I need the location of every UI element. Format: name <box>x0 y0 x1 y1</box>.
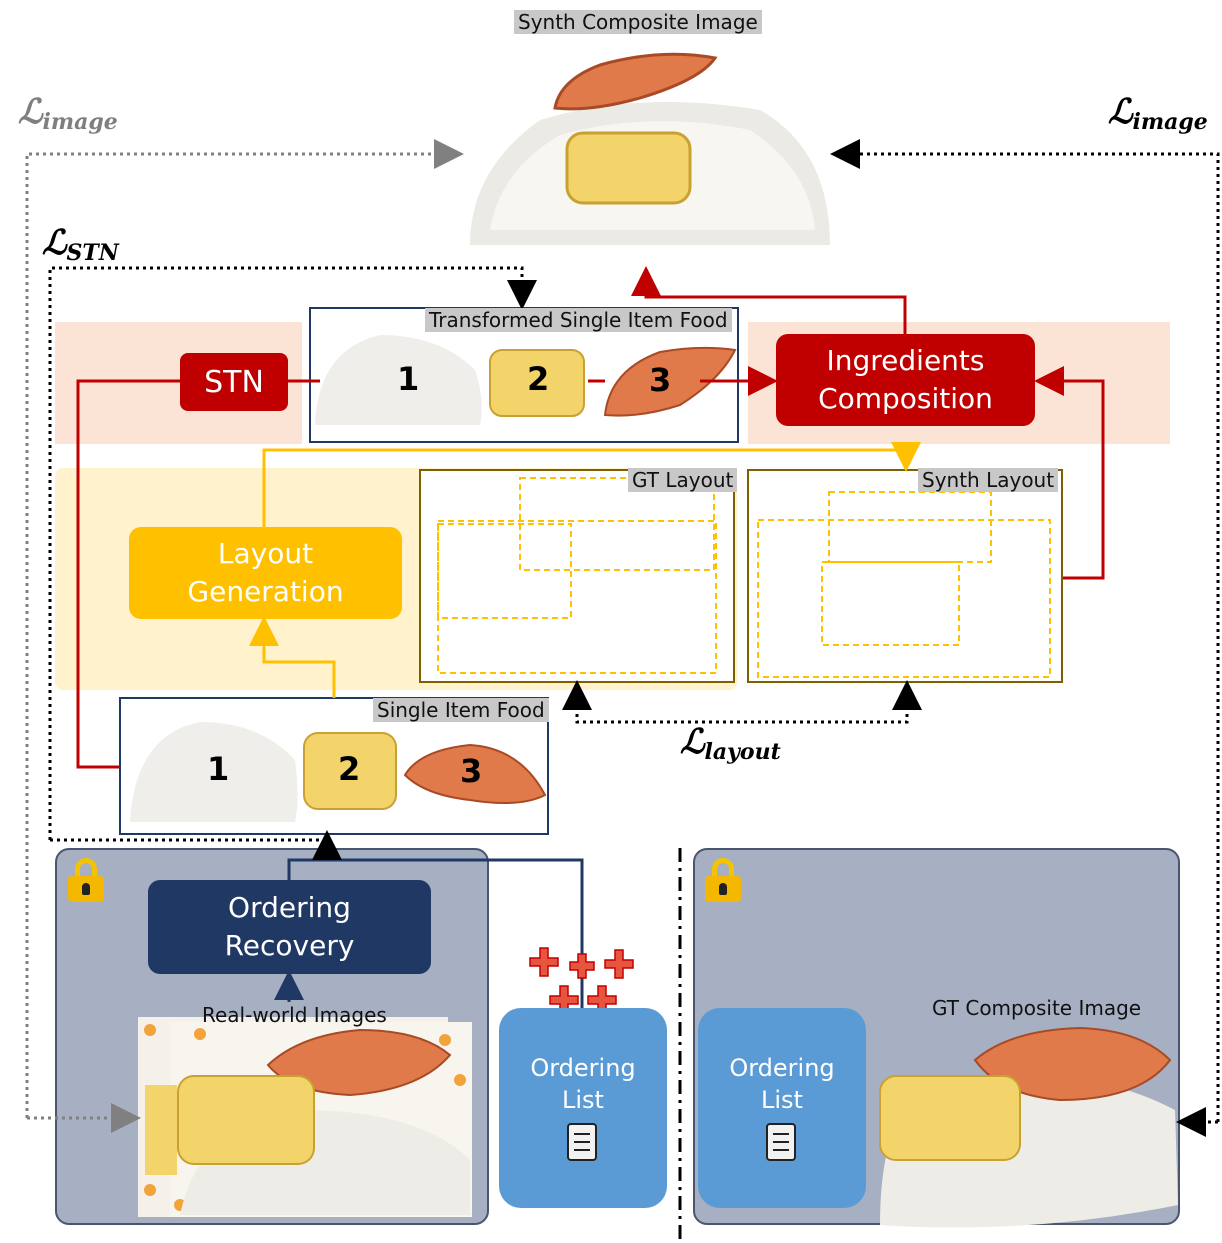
single-item-label: Single Item Food <box>373 698 549 722</box>
loss-subscript: image <box>42 109 118 135</box>
ordering-recovery-module: Ordering Recovery <box>148 880 431 974</box>
synth-layout-label: Synth Layout <box>918 468 1059 492</box>
gt-composite-label: GT Composite Image <box>932 996 1142 1020</box>
single-item-number: 3 <box>460 752 483 790</box>
gt-layout-boxes <box>437 477 717 674</box>
loss-symbol: ℒ <box>18 92 43 132</box>
layout-loss: ℒlayout <box>680 722 781 765</box>
scroll-icon <box>567 1123 597 1161</box>
synth-composite-food <box>470 52 830 245</box>
real-world-label: Real-world Images <box>202 1003 387 1027</box>
gt-layout-border <box>419 469 735 683</box>
transformed-item-number: 1 <box>397 360 420 398</box>
transformed-items <box>315 335 737 425</box>
loss-symbol: ℒ <box>1108 92 1133 132</box>
synth-layout-boxes <box>757 491 1051 678</box>
loss-subscript: layout <box>704 739 781 765</box>
loss-symbol: ℒ <box>42 223 67 263</box>
gt-layout-label: GT Layout <box>628 468 738 492</box>
single-item-number: 2 <box>338 750 361 788</box>
synth-layout-border <box>747 469 1063 683</box>
ingredients-composition-module: Ingredients Composition <box>776 334 1035 426</box>
transformed-single-label: Transformed Single Item Food <box>425 308 732 332</box>
synth-composite-label: Synth Composite Image <box>514 10 762 34</box>
lock-icon <box>705 858 741 902</box>
red-crosses <box>529 947 634 1015</box>
layout-generation-module: Layout Generation <box>129 527 402 619</box>
image-loss-left: ℒimage <box>18 92 118 135</box>
ordering-list-left: Ordering List <box>499 1008 667 1208</box>
transformed-item-number: 2 <box>527 360 550 398</box>
loss-subscript: image <box>1132 109 1208 135</box>
scroll-icon <box>766 1123 796 1161</box>
ordering-list-left-label: Ordering List <box>530 1054 636 1114</box>
loss-symbol: ℒ <box>680 722 705 762</box>
image-loss-right: ℒimage <box>1108 92 1208 135</box>
transformed-item-number: 3 <box>649 361 672 399</box>
single-item-number: 1 <box>207 750 230 788</box>
stn-loss: ℒSTN <box>42 223 119 266</box>
real-world-images <box>138 1017 472 1217</box>
lock-icon <box>68 858 104 902</box>
gt-composite-food <box>879 1026 1178 1228</box>
stn-module: STN <box>180 353 288 411</box>
loss-subscript: STN <box>66 240 119 266</box>
ordering-list-right: Ordering List <box>698 1008 866 1208</box>
single-items <box>130 722 547 822</box>
ordering-list-right-label: Ordering List <box>729 1054 835 1114</box>
